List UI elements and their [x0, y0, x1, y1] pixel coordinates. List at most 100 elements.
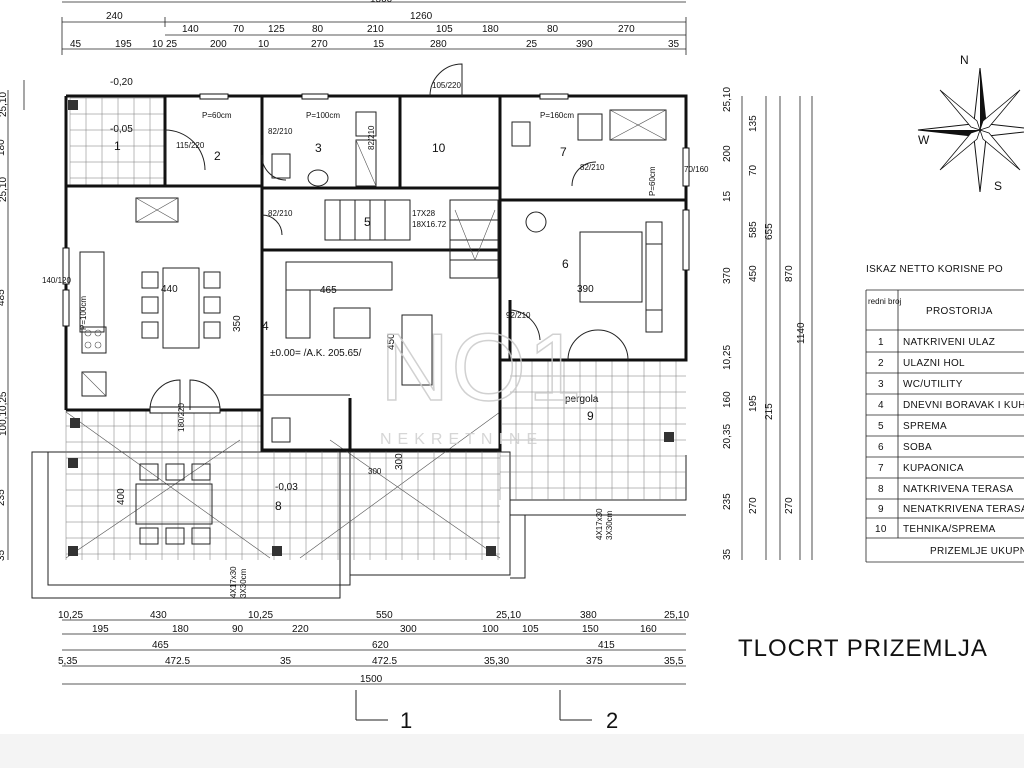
legend-title: ISKAZ NETTO KORISNE PO [866, 264, 1003, 275]
room-legend: ISKAZ NETTO KORISNE PO redni broj PROSTO… [865, 264, 1024, 563]
legend-no-7: 7 [878, 463, 884, 474]
right-dimensions: 25,10 200 15 370 10,25 160 20,35 235 35 … [722, 87, 813, 560]
dim-r-1025: 10,25 [722, 345, 733, 370]
legend-col-no: redni broj [868, 297, 902, 306]
compass-south: S [994, 179, 1002, 193]
legend-row-4: 4 DNEVNI BORAVAK I KUH [866, 400, 1024, 416]
legend-row-7: 7 KUPAONICA [866, 463, 1024, 479]
legend-no-5: 5 [878, 421, 884, 432]
room-5-label: 5 [364, 215, 371, 229]
dim-r-195: 195 [748, 395, 759, 412]
drawing-title: TLOCRT PRIZEMLJA [738, 635, 988, 662]
legend-no-1: 1 [878, 337, 884, 348]
dim-350: 350 [232, 315, 243, 332]
dim-bot-355: 35,5 [664, 656, 684, 667]
dim-bot-4725b: 472.5 [372, 656, 397, 667]
dim-top-35: 35 [668, 39, 680, 50]
legend-row-5: 5 SPREMA [866, 421, 1024, 437]
sofa [285, 261, 393, 291]
dim-400: 400 [116, 488, 127, 505]
interior-mask-south [262, 404, 502, 450]
dim-bot-90: 90 [232, 624, 244, 635]
legend-name-4: DNEVNI BORAVAK I KUH [903, 400, 1024, 411]
legend-row-6: 6 SOBA [866, 442, 1024, 458]
dim-top-10: 10 [152, 39, 164, 50]
dim-bot-380: 380 [580, 610, 597, 621]
room-3-label: 3 [315, 141, 322, 155]
dim-top-270b: 270 [311, 39, 328, 50]
room-7-label: 7 [560, 145, 567, 159]
dim-bot-1025: 10,25 [58, 610, 83, 621]
dim-bot-375: 375 [586, 656, 603, 667]
left-dimensions: 25,10 180 25,10 485 100,10,25 235 35 [0, 80, 25, 561]
watermark-main: NO1 [380, 314, 583, 421]
legend-col-room: PROSTORIJA [926, 306, 993, 317]
window-label-4: P=60cm [648, 166, 657, 196]
dim-bot-620: 620 [372, 640, 389, 651]
bed [579, 231, 643, 303]
dim-bot-430: 430 [150, 610, 167, 621]
terrace-diagonals [65, 411, 501, 559]
dim-bot-4725: 472.5 [165, 656, 190, 667]
tv-unit [401, 314, 433, 386]
dim-left-2510: 25,10 [0, 92, 9, 117]
dim-top-15: 15 [373, 39, 385, 50]
dim-top-195: 195 [115, 39, 132, 50]
room-1-label: 1 [114, 139, 121, 153]
stairs-label-b: 18X16.72 [412, 220, 447, 229]
dim-top-10b: 10 [258, 39, 270, 50]
legend-no-2: 2 [878, 358, 884, 369]
columns [68, 100, 674, 556]
legend-name-8: NATKRIVENA TERASA [903, 484, 1013, 495]
dim-top-80b: 80 [547, 24, 559, 35]
door-size-1: 115/220 [176, 141, 205, 150]
door-size-10: 180/220 [177, 403, 186, 432]
dim-r-450: 450 [748, 265, 759, 282]
dim-top-270: 270 [618, 24, 635, 35]
level-minus-005: -0,05 [110, 124, 133, 135]
porch-tiles-1: (function(){ var g = document.currentScr… [69, 97, 165, 185]
dim-left-2510b: 25,10 [0, 177, 9, 202]
legend-row-8: 8 NATKRIVENA TERASA [866, 484, 1024, 500]
dim-r-2035: 20,35 [722, 424, 733, 449]
legend-name-3: WC/UTILITY [903, 379, 963, 390]
legend-row-1: 1 NATKRIVENI ULAZ [866, 337, 1024, 353]
dim-top-200: 200 [210, 39, 227, 50]
door-size-6: 105/220 [432, 81, 461, 90]
wc [271, 153, 291, 179]
legend-row-9: 9 NENATKRIVENA TERASA [866, 504, 1024, 519]
cooktop [81, 326, 107, 354]
room-8-label: 8 [275, 499, 282, 513]
dim-left-35: 35 [0, 549, 7, 561]
room-9-label: 9 [587, 409, 594, 423]
section-mark-2: 2 [606, 708, 618, 733]
dim-bot-1500: 1500 [360, 674, 383, 685]
legend-name-10: TEHNIKA/SPREMA [903, 524, 996, 535]
kitchen-counter [79, 251, 105, 333]
dim-bot-35: 35 [280, 656, 292, 667]
dim-450: 450 [386, 333, 397, 350]
pergola-label: pergola [565, 394, 599, 405]
dim-bot-415: 415 [598, 640, 615, 651]
elevation-label: ±0.00= /A.K. 205.65/ [270, 348, 362, 359]
dim-r-370: 370 [722, 267, 733, 284]
section-mark-1: 1 [400, 708, 412, 733]
terrace-outline [31, 451, 687, 599]
steps-label-d: 3X30cm [605, 510, 614, 540]
dim-bot-3530: 35,30 [484, 656, 509, 667]
watermark: NO1 NEKRETNINE [379, 313, 583, 448]
shower [609, 109, 667, 141]
legend-name-7: KUPAONICA [903, 463, 964, 474]
legend-no-6: 6 [878, 442, 884, 453]
bottom-dimensions: 10,25 430 10,25 550 25,10 380 25,10 195 … [58, 610, 689, 685]
legend-name-1: NATKRIVENI ULAZ [903, 337, 995, 348]
dim-r-35: 35 [722, 548, 733, 560]
dim-top-280: 280 [430, 39, 447, 50]
washbasin [307, 169, 329, 187]
door-size-4: 82/210 [580, 163, 605, 172]
legend-no-10: 10 [875, 524, 887, 535]
legend-name-6: SOBA [903, 442, 932, 453]
dim-bot-2510: 25,10 [496, 610, 521, 621]
room-numbers: 1 2 3 4 5 6 7 8 9 10 [114, 139, 594, 513]
dim-top-80: 80 [312, 24, 324, 35]
